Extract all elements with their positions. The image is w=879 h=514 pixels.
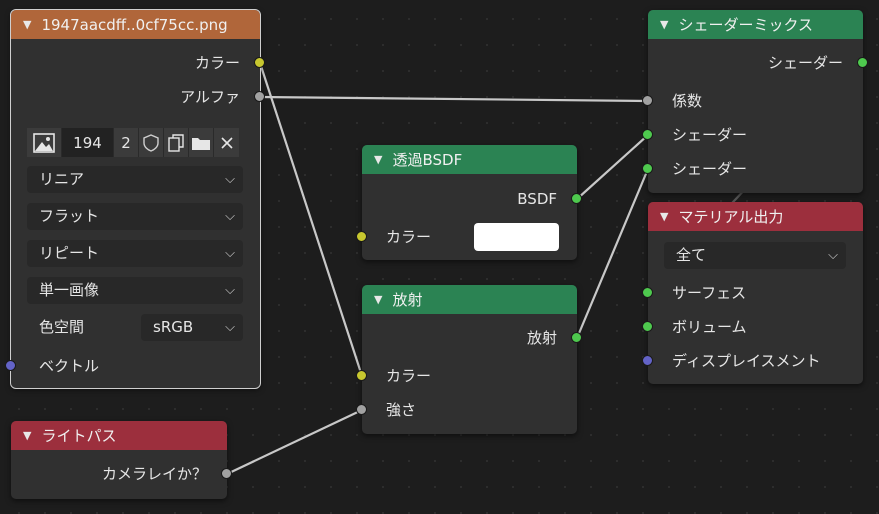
input-volume-label: ボリューム	[672, 318, 747, 336]
emission-color-input-socket[interactable]	[356, 370, 367, 381]
input-color-label: カラー	[386, 228, 432, 246]
link-image-color-to-emission-color	[258, 61, 364, 378]
input-surface-label: サーフェス	[672, 284, 747, 302]
image-texture-node[interactable]: ▼ 1947aacdff..0cf75cc.png カラー アルファ 194 2	[10, 9, 261, 389]
image-vector-input-socket[interactable]	[5, 360, 16, 371]
collapse-triangle-icon[interactable]: ▼	[374, 293, 383, 306]
chevron-down-icon: ⌵	[225, 209, 235, 224]
transparent-bsdf-node[interactable]: ▼ 透過BSDF BSDF カラー	[362, 145, 577, 260]
mix-shader1-input-socket[interactable]	[642, 129, 653, 140]
image-browse-button[interactable]	[27, 128, 62, 157]
emission-title: 放射	[392, 291, 423, 309]
colorspace-value: sRGB	[153, 318, 194, 336]
chevron-down-icon: ⌵	[225, 283, 235, 298]
chevron-down-icon: ⌵	[828, 248, 838, 263]
input-shader2-label: シェーダー	[672, 160, 748, 178]
emission-node[interactable]: ▼ 放射 放射 カラー 強さ	[362, 285, 577, 434]
color-swatch-white[interactable]	[474, 223, 559, 251]
input-fac-label: 係数	[672, 92, 703, 110]
is-camera-ray-output-socket[interactable]	[221, 468, 232, 479]
collapse-triangle-icon[interactable]: ▼	[23, 18, 32, 31]
mix-shader-title: シェーダーミックス	[678, 16, 814, 34]
output-displacement-input-socket[interactable]	[642, 355, 653, 366]
output-shader-label: シェーダー	[767, 54, 843, 72]
extension-dropdown[interactable]: リピート ⌵	[27, 240, 243, 267]
image-texture-title: 1947aacdff..0cf75cc.png	[41, 15, 228, 34]
projection-dropdown[interactable]: フラット ⌵	[27, 203, 243, 230]
mix-shader-output-socket[interactable]	[857, 57, 868, 68]
collapse-triangle-icon[interactable]: ▼	[660, 210, 669, 223]
input-vector-label: ベクトル	[39, 357, 100, 375]
link-emission-to-mix-shader2	[575, 167, 650, 340]
light-path-header[interactable]: ▼ ライトパス	[11, 421, 227, 450]
input-displacement-label: ディスプレイスメント	[672, 352, 821, 370]
material-output-header[interactable]: ▼ マテリアル出力	[648, 202, 863, 231]
output-emission-label: 放射	[526, 329, 557, 347]
emission-output-socket[interactable]	[571, 332, 582, 343]
colorspace-label: 色空間	[39, 318, 85, 336]
emission-strength-input-socket[interactable]	[356, 404, 367, 415]
source-dropdown[interactable]: 単一画像 ⌵	[27, 277, 243, 304]
unlink-image-close-icon[interactable]	[214, 128, 239, 157]
interpolation-dropdown[interactable]: リニア ⌵	[27, 166, 243, 193]
collapse-triangle-icon[interactable]: ▼	[374, 153, 383, 166]
open-folder-icon[interactable]	[189, 128, 214, 157]
collapse-triangle-icon[interactable]: ▼	[660, 18, 669, 31]
mix-fac-input-socket[interactable]	[642, 95, 653, 106]
image-user-count[interactable]: 194	[62, 128, 114, 157]
light-path-node[interactable]: ▼ ライトパス カメラレイか？	[11, 421, 227, 499]
mix-shader-node[interactable]: ▼ シェーダーミックス シェーダー 係数 シェーダー シェーダー	[648, 10, 863, 193]
output-bsdf-label: BSDF	[517, 190, 557, 208]
light-path-title: ライトパス	[41, 427, 117, 445]
image-picture-icon	[33, 132, 55, 153]
interpolation-value: リニア	[39, 170, 85, 188]
input-shader1-label: シェーダー	[672, 126, 748, 144]
material-output-title: マテリアル出力	[678, 208, 784, 226]
collapse-triangle-icon[interactable]: ▼	[23, 429, 32, 442]
input-strength-label: 強さ	[386, 401, 417, 419]
link-lightpath-to-emission-strength	[225, 408, 364, 476]
colorspace-dropdown[interactable]: sRGB ⌵	[141, 314, 243, 341]
mix-shader-header[interactable]: ▼ シェーダーミックス	[648, 10, 863, 39]
material-output-node[interactable]: ▼ マテリアル出力 全て ⌵ サーフェス ボリューム ディスプレイスメント	[648, 202, 863, 384]
fake-user-count[interactable]: 2	[114, 128, 139, 157]
input-color-label: カラー	[386, 367, 432, 385]
output-surface-input-socket[interactable]	[642, 287, 653, 298]
output-volume-input-socket[interactable]	[642, 321, 653, 332]
output-alpha-label: アルファ	[180, 88, 240, 106]
fake-user-shield-icon[interactable]	[139, 128, 164, 157]
chevron-down-icon: ⌵	[225, 172, 235, 187]
render-target-value: 全て	[676, 246, 707, 264]
link-image-alpha-to-mix-fac	[258, 95, 650, 103]
image-texture-node-header[interactable]: ▼ 1947aacdff..0cf75cc.png	[11, 10, 260, 39]
chevron-down-icon: ⌵	[225, 320, 235, 335]
emission-header[interactable]: ▼ 放射	[362, 285, 577, 314]
transparent-color-input-socket[interactable]	[356, 231, 367, 242]
transparent-bsdf-output-socket[interactable]	[571, 193, 582, 204]
duplicate-image-icon[interactable]	[164, 128, 189, 157]
source-value: 単一画像	[39, 281, 100, 299]
extension-value: リピート	[39, 244, 100, 262]
image-alpha-output-socket[interactable]	[254, 91, 265, 102]
projection-value: フラット	[39, 207, 100, 225]
transparent-bsdf-header[interactable]: ▼ 透過BSDF	[362, 145, 577, 174]
mix-shader2-input-socket[interactable]	[642, 163, 653, 174]
chevron-down-icon: ⌵	[225, 246, 235, 261]
link-transparent-to-mix-shader1	[575, 133, 650, 201]
render-target-dropdown[interactable]: 全て ⌵	[664, 242, 846, 269]
transparent-bsdf-title: 透過BSDF	[392, 151, 463, 169]
output-color-label: カラー	[194, 54, 240, 72]
image-datablock-selector: 194 2	[27, 128, 239, 157]
image-color-output-socket[interactable]	[254, 57, 265, 68]
output-is-camera-ray-label: カメラレイか？	[101, 465, 207, 483]
